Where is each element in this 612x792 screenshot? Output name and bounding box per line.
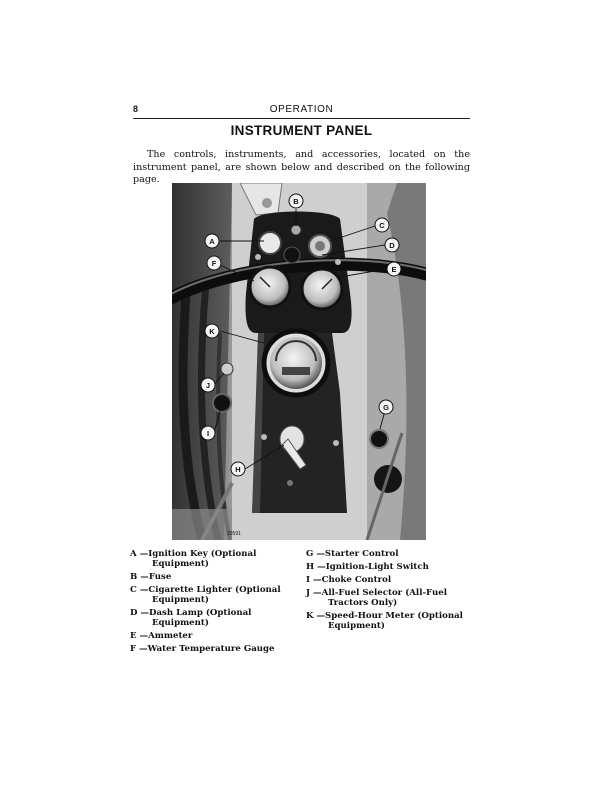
callout-k: K xyxy=(209,327,215,336)
legend-item-d: D —Dash Lamp (Optional Equipment) xyxy=(130,608,252,628)
legend-item-f: F —Water Temperature Gauge xyxy=(130,644,275,654)
intro-paragraph: The controls, instruments, and accessori… xyxy=(133,149,470,185)
legend-item-b: B —Fuse xyxy=(130,572,172,582)
photo-number: 23591 xyxy=(227,531,241,537)
instrument-panel-photo: A B C D E F G H I J K 23591 xyxy=(172,183,426,540)
callout-i: I xyxy=(207,429,209,438)
running-head: OPERATION xyxy=(269,104,334,115)
legend-item-a: A —Ignition Key (Optional Equipment) xyxy=(130,549,257,569)
callout-h: H xyxy=(235,465,240,474)
legend-item-j: J —All-Fuel Selector (All-Fuel Tractors … xyxy=(306,588,447,608)
legend-right-column: G —Starter Control H —Ignition-Light Swi… xyxy=(306,549,472,634)
callout-a: A xyxy=(209,237,215,246)
legend-item-c: C —Cigarette Lighter (Optional Equipment… xyxy=(130,585,281,605)
callout-g: G xyxy=(383,403,389,412)
legend-item-g: G —Starter Control xyxy=(306,549,399,559)
legend-left-column: A —Ignition Key (Optional Equipment) B —… xyxy=(130,549,300,657)
callout-e: E xyxy=(391,265,396,274)
callout-j: J xyxy=(206,381,210,390)
legend-item-k: K —Speed-Hour Meter (Optional Equipment) xyxy=(306,611,463,631)
callout-f: F xyxy=(212,259,217,268)
section-title: INSTRUMENT PANEL xyxy=(230,123,373,138)
callout-c: C xyxy=(379,221,385,230)
page-number: 8 xyxy=(133,104,139,114)
legend-item-i: I —Choke Control xyxy=(306,575,392,585)
legend-item-h: H —Ignition-Light Switch xyxy=(306,562,429,572)
legend-item-e: E —Ammeter xyxy=(130,631,193,641)
callout-b: B xyxy=(293,197,299,206)
page-header: 8 OPERATION xyxy=(133,104,470,119)
callout-d: D xyxy=(389,241,395,250)
